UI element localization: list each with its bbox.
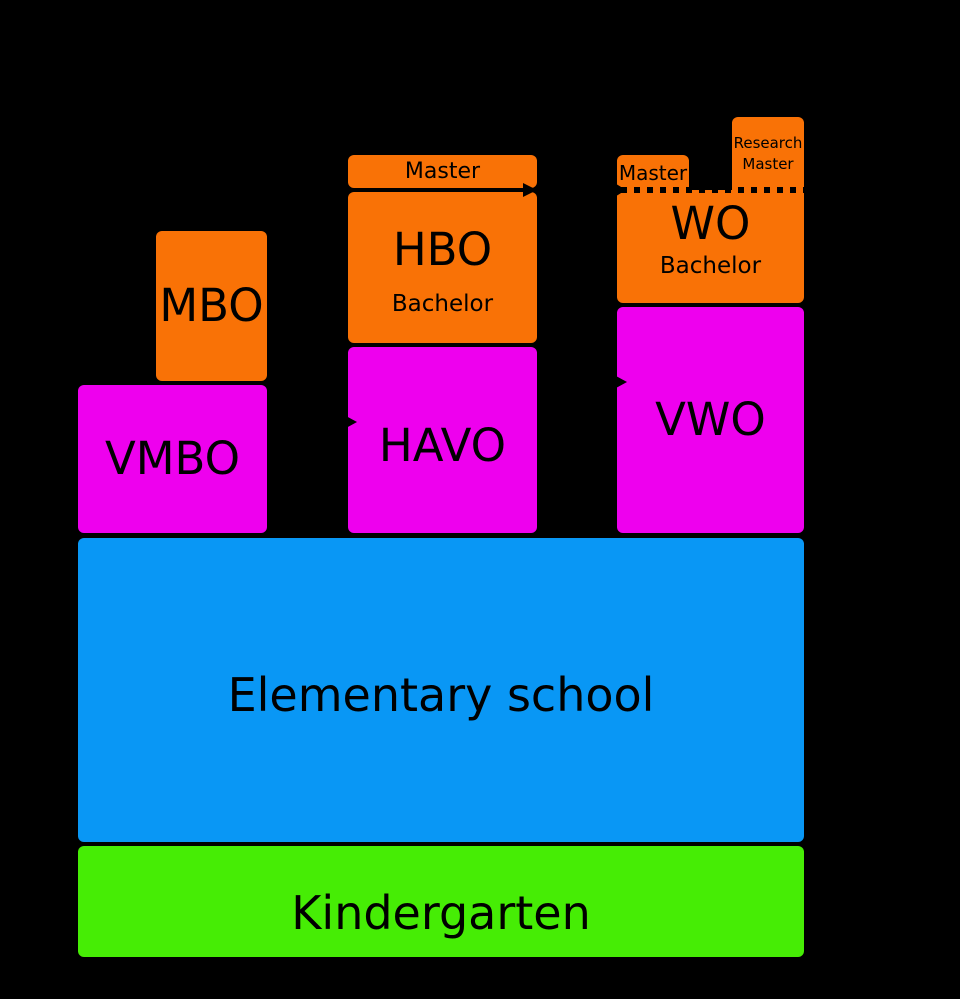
block-elementary-school: Elementary school	[78, 538, 804, 842]
block-hbo-master: Master	[348, 155, 537, 188]
block-wo-bachelor: WO Bachelor	[617, 190, 804, 303]
hbo-to-wo-master-line	[537, 188, 617, 191]
block-kindergarten: Kindergarten	[78, 846, 804, 957]
mbo-label: MBO	[159, 279, 264, 332]
havo-to-vwo-arrowhead-icon	[616, 376, 627, 388]
wo-master-dotted-boundary	[621, 187, 804, 193]
block-hbo-bachelor: HBO Bachelor	[348, 192, 537, 343]
vmbo-to-havo-arrowhead-icon	[346, 416, 357, 428]
block-research-master: Research Master	[732, 117, 804, 190]
wo-master-label: Master	[618, 160, 688, 185]
hbo-master-label: Master	[404, 158, 481, 184]
hbo-label: HBO	[392, 223, 493, 276]
wo-bachelor-label: Bachelor	[659, 253, 762, 279]
hbo-master-arrow-tail-icon	[523, 183, 537, 197]
vwo-label: VWO	[655, 393, 766, 446]
hbo-to-wo-master-arrowhead-icon	[613, 182, 626, 198]
vmbo-label: VMBO	[104, 432, 241, 485]
research-master-label: Research Master	[733, 133, 803, 173]
block-vwo: VWO	[617, 307, 804, 533]
hbo-bachelor-label: Bachelor	[391, 291, 494, 317]
kindergarten-label: Kindergarten	[291, 885, 591, 940]
elementary-school-label: Elementary school	[227, 668, 655, 722]
block-wo-master: Master	[617, 155, 689, 190]
block-havo: HAVO	[348, 347, 537, 533]
block-mbo: MBO	[156, 231, 267, 381]
wo-label: WO	[670, 197, 751, 250]
havo-label: HAVO	[378, 419, 507, 472]
block-vmbo: VMBO	[78, 385, 267, 533]
